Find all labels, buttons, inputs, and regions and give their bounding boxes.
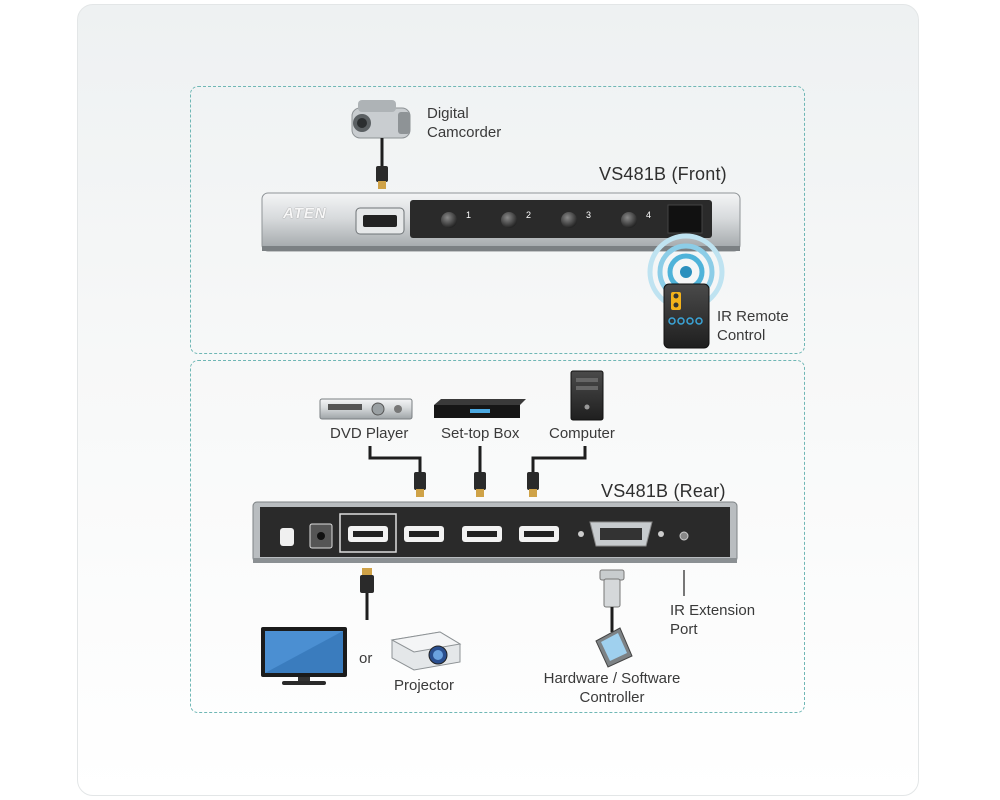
aten-logo: ATEN xyxy=(283,205,327,222)
controller-label-line-2: Controller xyxy=(579,689,645,706)
computer-tower-icon xyxy=(570,370,604,421)
projector-label: Projector xyxy=(394,677,455,694)
dvd-player-icon xyxy=(319,398,413,420)
button-number-4: 4 xyxy=(646,210,652,220)
ir-remote-label-line-2: Control xyxy=(717,327,766,344)
camcorder-label: Digital Camcorder xyxy=(427,104,501,142)
controller-label-line-1: Hardware / Software xyxy=(543,670,681,687)
vs481b-rear-device xyxy=(252,501,738,563)
vs481b-front-device xyxy=(261,192,741,252)
front-title: VS481B (Front) xyxy=(599,164,727,184)
button-number-2: 2 xyxy=(526,210,532,220)
monitor-icon xyxy=(261,627,347,685)
ir-extension-label-line-1: IR Extension xyxy=(670,602,756,619)
set-top-box-label: Set-top Box xyxy=(441,425,520,442)
button-number-1: 1 xyxy=(466,210,472,220)
front-panel-frame xyxy=(190,86,805,354)
or-label: or xyxy=(359,650,373,667)
rear-panel-frame xyxy=(190,360,805,713)
projector-icon xyxy=(390,631,462,671)
controller-device-icon xyxy=(595,627,633,668)
camcorder-cable xyxy=(376,138,388,189)
button-number-3: 3 xyxy=(586,210,592,220)
output-cable xyxy=(360,568,374,620)
camcorder-label-line-1: Digital xyxy=(427,105,469,122)
camcorder-label-line-2: Camcorder xyxy=(427,124,502,141)
set-top-box-icon xyxy=(434,399,526,418)
ir-extension-label: IR Extension Port xyxy=(670,601,755,639)
ir-extension-label-line-2: Port xyxy=(670,621,698,638)
source-connectors xyxy=(414,472,539,497)
dvd-player-label: DVD Player xyxy=(330,425,409,442)
ir-remote-label-line-1: IR Remote xyxy=(717,308,789,325)
controller-label: Hardware / Software Controller xyxy=(538,669,686,707)
ir-remote-label: IR Remote Control xyxy=(717,307,789,345)
ir-remote-icon xyxy=(663,283,710,349)
rear-title: VS481B (Rear) xyxy=(601,481,726,501)
computer-label: Computer xyxy=(549,425,615,442)
controller-cable xyxy=(599,569,625,632)
camcorder-icon xyxy=(351,100,411,139)
source-cables xyxy=(368,446,587,474)
